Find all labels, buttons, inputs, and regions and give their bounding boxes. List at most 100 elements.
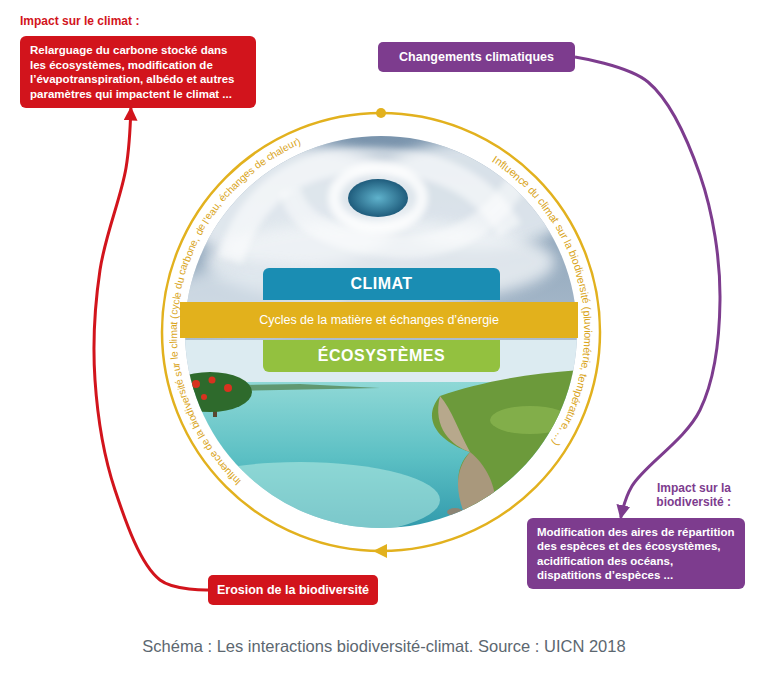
cliff	[458, 452, 496, 532]
ring-label-char: d	[252, 160, 263, 172]
ring-label-char: r	[180, 260, 191, 267]
box-heading: Impact sur la biodiversité :	[527, 481, 745, 510]
ring-label-char: e	[208, 449, 220, 460]
ring-label-char	[561, 235, 572, 243]
ring-label-char	[250, 163, 259, 173]
ring-marker	[376, 108, 386, 118]
ring-label-char: v	[182, 401, 193, 409]
ring-label-char: e	[507, 166, 519, 178]
cycle-band: Cycles de la matière et échanges d’énerg…	[180, 302, 578, 338]
box-text: Relarguage du carbone stocké dans les éc…	[30, 43, 246, 101]
eye-wall	[334, 168, 422, 228]
ring-label-char: m	[542, 204, 556, 218]
ring-label-char: é	[580, 297, 592, 305]
ring-label-char: o	[184, 249, 196, 258]
ring-label-char: é	[582, 347, 593, 354]
ring-label-char: u	[210, 202, 222, 213]
ring-label-char: i	[579, 291, 590, 295]
ring-label-char: n	[233, 176, 244, 187]
ring-label-char: e	[170, 351, 181, 358]
ring-label-char: s	[246, 165, 256, 176]
ring-label-char: l	[582, 316, 593, 319]
ring-label-char	[534, 194, 544, 203]
ring-label-char: .	[552, 436, 563, 444]
ring-label-char: v	[574, 271, 586, 279]
ring-label-char: m	[574, 381, 587, 393]
ring-label-char: u	[172, 365, 183, 372]
ring-label-char: i	[177, 386, 188, 391]
ring-label-char: e	[203, 211, 215, 222]
ring-label-char	[174, 375, 185, 380]
ring-label-char	[169, 318, 179, 321]
ring-label-char: m	[582, 338, 593, 348]
ring-label-char	[215, 197, 225, 206]
ring-label-char	[262, 155, 270, 165]
photo	[160, 136, 580, 538]
ring-label-char: c	[170, 310, 181, 316]
ring-label-char: r	[292, 138, 299, 149]
ring-label-char: ,	[191, 235, 202, 242]
ring-label-char: e	[180, 396, 192, 405]
ring-label-char	[206, 447, 216, 455]
box-text: Erosion de la biodiversité	[217, 583, 369, 597]
ring-label-char: b	[566, 249, 578, 259]
ring-label-char: é	[174, 378, 185, 386]
ring-label-char: é	[217, 193, 229, 204]
rock	[495, 495, 515, 505]
ring-label-char: i	[583, 330, 594, 332]
ring-label-char: a	[547, 212, 559, 223]
ring-label-char: c	[221, 189, 232, 200]
ring-label-char: s	[173, 370, 184, 377]
ring-label-char: t	[169, 321, 179, 324]
ring-label-char: l	[500, 161, 508, 171]
ring-label-char	[524, 182, 534, 192]
ring-label-char: ’	[202, 216, 212, 224]
impact-box: Impact sur le climat : Relarguage du carb…	[20, 14, 256, 108]
ring-label-char: s	[553, 222, 565, 232]
flower	[192, 380, 200, 388]
cliff	[438, 396, 470, 452]
effect-box: Erosion de la biodiversité	[208, 575, 378, 605]
ring-label-char	[169, 348, 180, 352]
ring-label-char: s	[177, 388, 188, 396]
ring-label-char: i	[540, 202, 550, 210]
ring-label-char: v	[582, 324, 593, 330]
cloud-band	[290, 160, 530, 247]
impact-box: Impact sur la biodiversité : Modification…	[527, 481, 745, 589]
box-text: Modification des aires de répartition de…	[537, 525, 735, 583]
ring-label-char: d	[193, 228, 205, 238]
ring-label-char: i	[189, 418, 199, 425]
ring-label-char: a	[169, 324, 179, 330]
ring-label-char: c	[169, 343, 180, 349]
ring-label-char: l	[562, 238, 573, 245]
ring-label-char: l	[170, 356, 181, 360]
ring-label-char	[199, 220, 209, 228]
ring-label-char: u	[175, 277, 186, 285]
ring-label-char: i	[184, 406, 194, 412]
ring-label-char: u	[563, 412, 575, 422]
ring-label-char: e	[188, 238, 200, 248]
ring-label-char: ,	[558, 426, 569, 434]
ring-label-char: l	[197, 433, 207, 440]
ring-label-char: c	[171, 299, 182, 306]
ring-label-char: e	[520, 178, 532, 190]
ring-label-char: t	[176, 383, 187, 388]
ring-label-char: e	[196, 223, 208, 233]
ring-label-char: l	[539, 200, 549, 209]
ring-label-char: l	[279, 145, 286, 155]
box-heading: Impact sur le climat :	[20, 14, 256, 28]
flow-arrow	[575, 57, 720, 518]
ring-label-char	[171, 359, 182, 363]
ring-label-char: n	[493, 156, 504, 168]
ring-label-char: I	[491, 154, 499, 165]
ring-label-char: r	[562, 418, 573, 426]
ring-label-char: a	[567, 404, 579, 414]
ring-label-char: i	[569, 255, 580, 261]
ring-label-char: I	[234, 478, 243, 487]
ring-label-char: e	[172, 291, 183, 299]
ring-label-char: c	[536, 196, 548, 207]
ring-label-char: a	[179, 263, 191, 272]
flower	[209, 377, 216, 384]
ring-label-char: h	[225, 184, 236, 195]
